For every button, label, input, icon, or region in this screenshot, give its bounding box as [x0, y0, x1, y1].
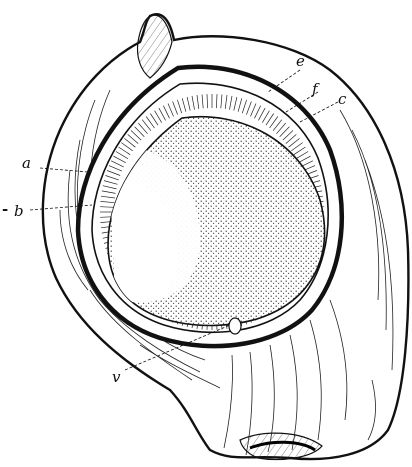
label-c: c — [338, 90, 347, 108]
embryo — [229, 318, 241, 334]
label-b: b — [14, 202, 24, 220]
label-e: e — [296, 52, 305, 70]
label-v: v — [112, 368, 121, 386]
label-a: a — [22, 154, 31, 172]
label-b-prefix: - — [2, 200, 8, 218]
